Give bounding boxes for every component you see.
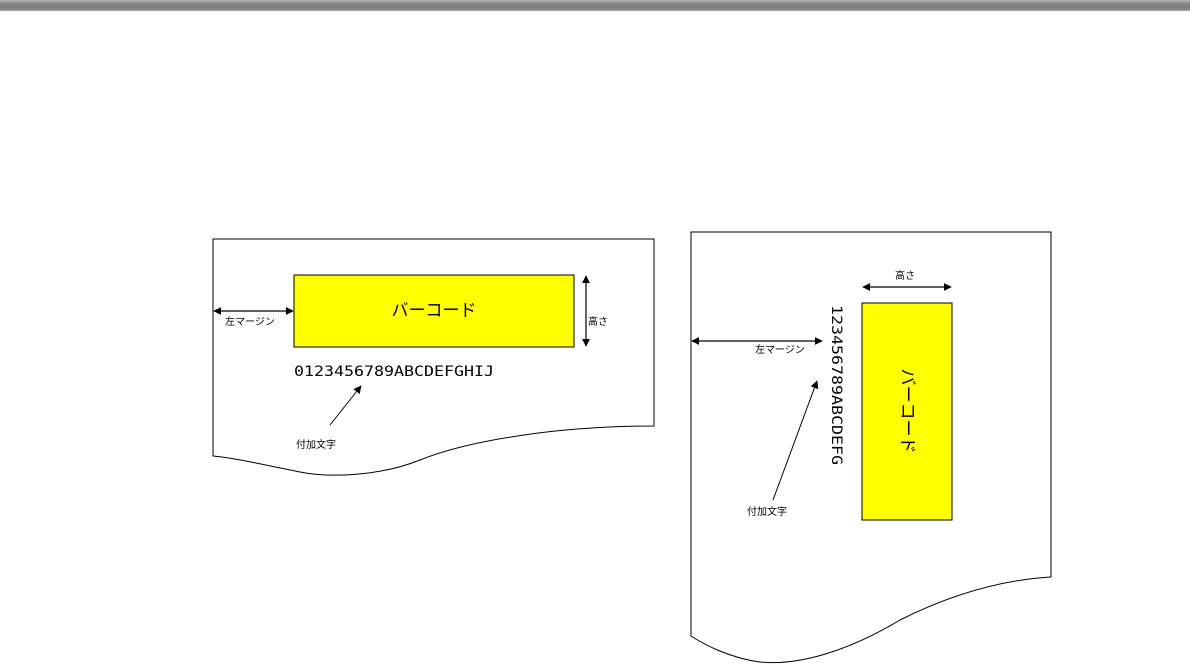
- appended-text-horizontal: 0123456789ABCDEFGHIJ: [294, 364, 494, 380]
- height-label-horizontal: 高さ: [588, 315, 608, 328]
- left-margin-label-vertical: 左マージン: [755, 343, 805, 356]
- header-bar: [0, 0, 1190, 11]
- vertical-barcode-example: バーコード 高さ 左マージン 123456789ABCDEFG 付加文字: [690, 231, 1052, 664]
- barcode-box-vertical: [861, 302, 953, 521]
- left-margin-label-horizontal: 左マージン: [225, 315, 275, 328]
- appended-text-label-vertical: 付加文字: [747, 505, 787, 518]
- height-label-vertical: 高さ: [895, 269, 915, 282]
- appended-text-pointer-horizontal: [329, 385, 362, 426]
- paper-sheet-horizontal: [212, 238, 655, 476]
- appended-text-label-horizontal: 付加文字: [296, 438, 336, 451]
- appended-text-pointer-vertical: [772, 380, 819, 501]
- appended-text-vertical: 123456789ABCDEFG: [828, 305, 844, 465]
- horizontal-barcode-example: バーコード 左マージン 高さ 0123456789ABCDEFGHIJ 付加文字: [212, 238, 655, 476]
- barcode-label-vertical: バーコード: [897, 369, 917, 454]
- barcode-box-horizontal: [293, 274, 575, 348]
- barcode-label-horizontal: バーコード: [392, 301, 477, 321]
